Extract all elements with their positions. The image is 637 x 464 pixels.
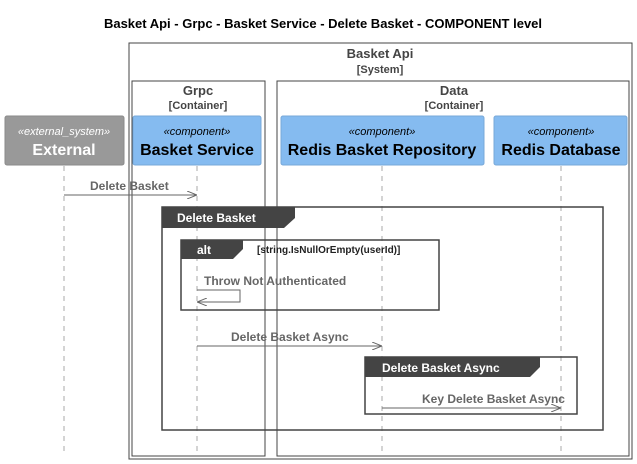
system-boundary: Basket Api [System] — [128, 42, 633, 460]
external-box — [4, 115, 125, 166]
external-stereotype: «external_system» — [18, 126, 110, 138]
redis-database-stereotype: «component» — [528, 126, 595, 138]
redis-repository-box — [280, 115, 485, 166]
frame-delete-basket: Delete Basket — [161, 206, 604, 431]
redis-database-name: Redis Database — [501, 142, 620, 159]
participant-basket-service[interactable]: «component» Basket Service — [132, 115, 262, 166]
message-delete-basket-async-label: Delete Basket Async — [231, 330, 349, 344]
grpc-boundary-name: Grpc — [183, 83, 213, 98]
diagram-title: Basket Api - Grpc - Basket Service - Del… — [104, 16, 542, 31]
system-boundary-box — [128, 42, 633, 460]
basket-service-box — [132, 115, 262, 166]
frame-delete-basket-async: Delete Basket Async — [364, 356, 578, 415]
system-boundary-kind: [System] — [357, 64, 404, 76]
frame-alt-label: alt — [197, 243, 211, 257]
message-key-delete-basket-async-label: Key Delete Basket Async — [422, 392, 565, 406]
frame-alt-box — [180, 239, 440, 311]
data-boundary-kind: [Container] — [425, 100, 484, 112]
frame-delete-basket-box — [161, 206, 604, 431]
participant-external[interactable]: «external_system» External — [4, 115, 125, 166]
data-boundary-name: Data — [440, 83, 469, 98]
frame-delete-basket-label: Delete Basket — [177, 211, 256, 225]
frame-alt-guard: [string.IsNullOrEmpty(userId)] — [257, 245, 400, 256]
message-throw-not-authenticated-label: Throw Not Authenticated — [204, 274, 346, 288]
frame-delete-basket-async-header — [365, 357, 540, 377]
grpc-boundary-box — [131, 80, 266, 457]
message-throw-not-authenticated: Throw Not Authenticated — [197, 274, 346, 302]
message-throw-not-authenticated-arrow — [197, 289, 241, 302]
participant-redis-repository[interactable]: «component» Redis Basket Repository — [280, 115, 485, 166]
system-boundary-name: Basket Api — [347, 46, 414, 61]
frame-alt: alt [string.IsNullOrEmpty(userId)] — [180, 239, 440, 311]
frame-delete-basket-async-label: Delete Basket Async — [382, 361, 500, 375]
basket-service-name: Basket Service — [140, 142, 254, 159]
message-key-delete-basket-async: Key Delete Basket Async — [382, 392, 565, 408]
message-delete-basket-label: Delete Basket — [90, 179, 169, 193]
participant-redis-database[interactable]: «component» Redis Database — [493, 115, 628, 166]
frame-delete-basket-header — [162, 207, 295, 228]
redis-repository-stereotype: «component» — [349, 126, 416, 138]
grpc-container-boundary: Grpc [Container] — [131, 80, 266, 457]
external-name: External — [32, 142, 95, 159]
redis-repository-name: Redis Basket Repository — [288, 142, 477, 159]
frame-alt-header — [181, 240, 243, 259]
grpc-boundary-kind: [Container] — [169, 100, 228, 112]
data-container-boundary: Data [Container] — [276, 80, 630, 457]
data-boundary-box — [276, 80, 630, 457]
redis-database-box — [493, 115, 628, 166]
message-delete-basket-async: Delete Basket Async — [197, 330, 381, 346]
basket-service-stereotype: «component» — [164, 126, 231, 138]
message-delete-basket: Delete Basket — [64, 179, 196, 195]
